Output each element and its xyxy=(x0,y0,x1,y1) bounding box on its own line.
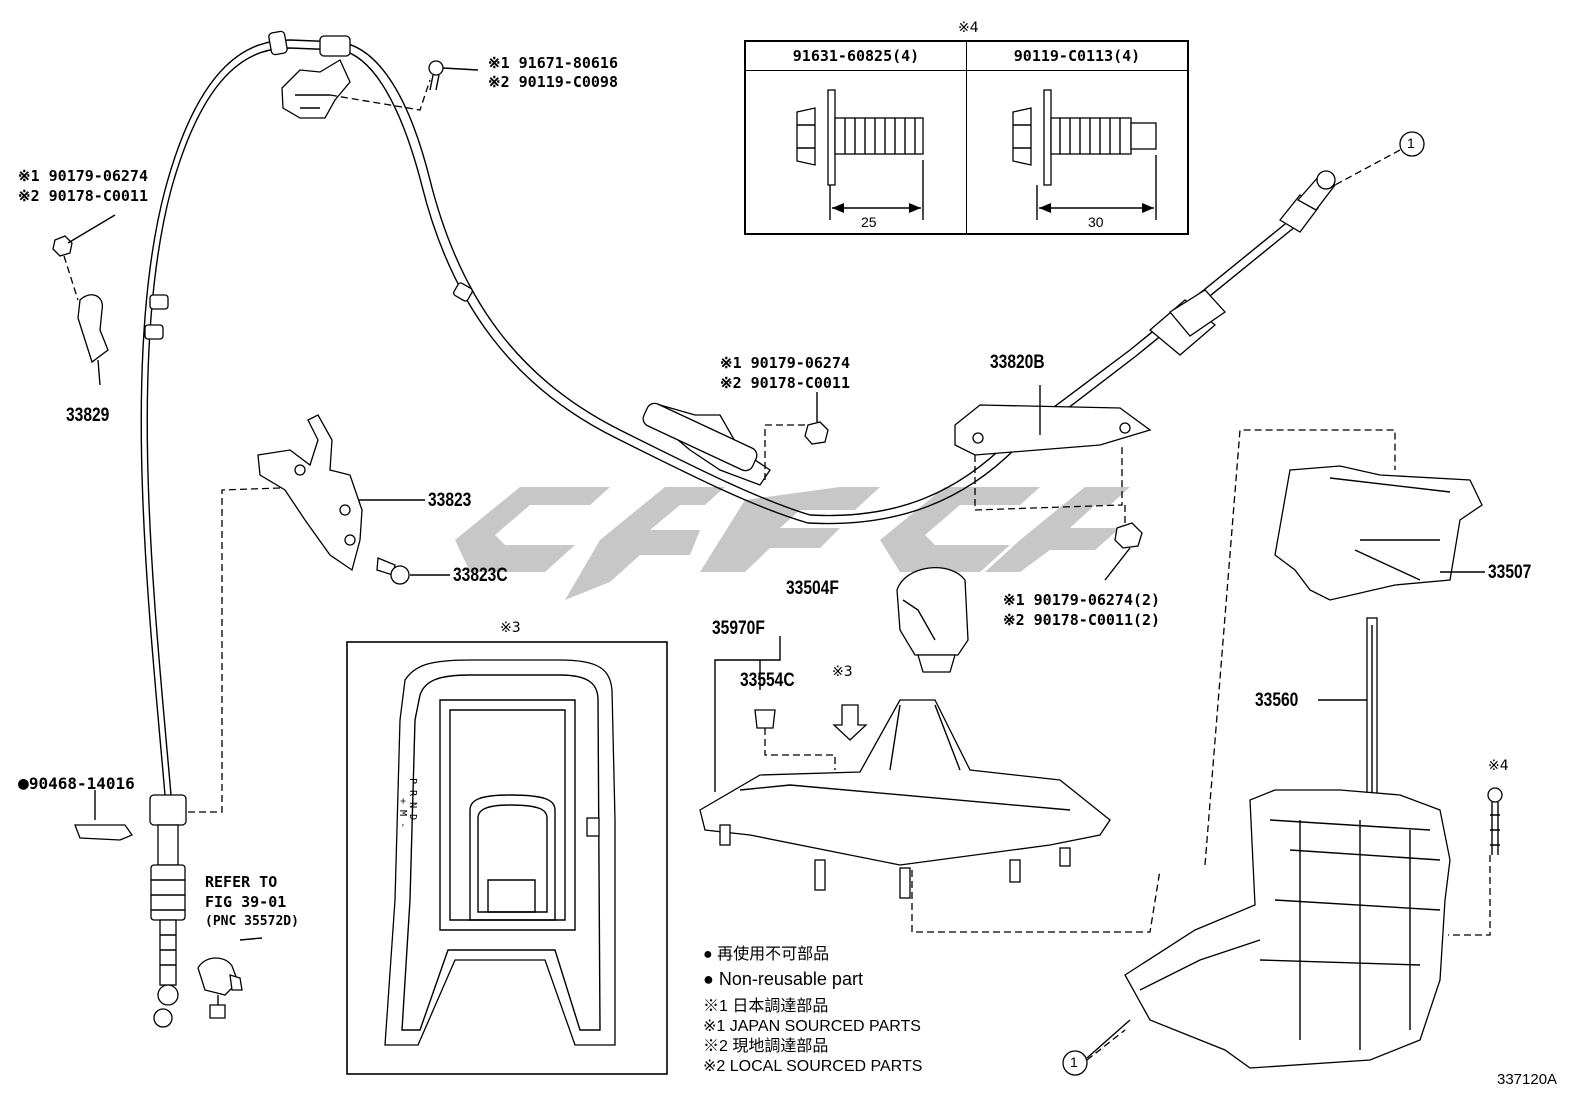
legend-line-5: ※2 現地調達部品 xyxy=(703,1038,829,1055)
bolt-col1-length: 25 xyxy=(861,214,877,230)
bracket-33823-icon xyxy=(257,414,363,572)
part-33823c: 33823C xyxy=(453,565,508,586)
arrow-note: ※3 xyxy=(832,664,853,680)
clip-33829-icon xyxy=(77,294,109,364)
refer-label-2: FIG 39-01 xyxy=(205,893,287,911)
nut-left-label-1: ※1 90179-06274 xyxy=(18,167,148,185)
panel-inset-frame xyxy=(346,641,668,1075)
panel-note: ※3 xyxy=(500,620,521,636)
legend-line-3: ※1 日本調達部品 xyxy=(703,998,829,1015)
shift-knob-icon xyxy=(896,567,969,673)
callout-circle-top xyxy=(1399,131,1425,157)
arrow-down-icon xyxy=(832,704,868,741)
nut-right-label-2: ※2 90178-C0011(2) xyxy=(1003,611,1161,629)
bolt-col2-length: 30 xyxy=(1088,214,1104,230)
nut-right-icon xyxy=(1114,522,1143,549)
callout-1-bottom: 1 xyxy=(1070,1054,1078,1070)
bolt-top-label-2: ※2 90119-C0098 xyxy=(488,73,618,91)
bolt-col1-header: 91631-60825(4) xyxy=(744,40,967,71)
legend-line-2: ● Non-reusable part xyxy=(703,969,863,989)
legend-line-6: ※2 LOCAL SOURCED PARTS xyxy=(703,1058,923,1075)
figure-code: 337120A xyxy=(1497,1071,1558,1088)
nut-mid-label-1: ※1 90179-06274 xyxy=(720,354,850,372)
part-33560: 33560 xyxy=(1255,690,1299,711)
shift-cable xyxy=(140,30,1336,1028)
non-reusable-dot-icon: ● xyxy=(18,773,29,794)
bracket-33820b-icon xyxy=(954,404,1152,456)
shift-letters: P R N D xyxy=(407,778,418,821)
clip-90468-icon xyxy=(74,824,133,841)
part-33820b: 33820B xyxy=(990,352,1045,373)
clip-33554c-icon xyxy=(754,709,776,729)
callout-1-top: 1 xyxy=(1407,135,1415,151)
part-33829: 33829 xyxy=(66,405,110,426)
part-33554c: 33554C xyxy=(740,670,795,691)
nut-right-label-1: ※1 90179-06274(2) xyxy=(1003,591,1161,609)
lever-33560-icon xyxy=(1366,617,1378,799)
shift-letters-manual: + M - xyxy=(397,798,408,829)
legend-line-1: ● 再使用不可部品 xyxy=(703,946,830,963)
bolt-icon xyxy=(428,60,444,91)
bolt-col1-cell xyxy=(744,70,967,235)
legend-line-4: ※1 JAPAN SOURCED PARTS xyxy=(703,1018,921,1035)
part-33507: 33507 xyxy=(1488,562,1532,583)
shift-base-icon xyxy=(1124,789,1451,1069)
nut-left-label-2: ※2 90178-C0011 xyxy=(18,187,148,205)
console-35970f-icon xyxy=(699,699,1111,899)
part-35970f: 35970F xyxy=(712,618,765,639)
part-33823: 33823 xyxy=(428,490,472,511)
shift-panel-icon xyxy=(384,659,616,1046)
bolt-table-note: ※4 xyxy=(958,20,979,36)
housing-33507-icon xyxy=(1274,465,1483,601)
bolt-spec-table: 91631-60825(4) 90119-C0113(4) xyxy=(744,40,1189,235)
callout-circle-bottom xyxy=(1062,1050,1088,1076)
part-33504f: 33504F xyxy=(786,578,839,599)
sensor-icon xyxy=(197,957,243,1019)
nut-mid-label-2: ※2 90178-C0011 xyxy=(720,374,850,392)
bolt-note4-icon xyxy=(1487,787,1503,855)
bolt-top-label-1: ※1 91671-80616 xyxy=(488,54,618,72)
bolt-col2-cell xyxy=(966,70,1189,235)
watermark-logo xyxy=(455,487,1130,600)
nut-mid-icon xyxy=(804,421,829,445)
bolt-col2-header: 90119-C0113(4) xyxy=(966,40,1189,71)
clip-90468-label: ●90468-14016 xyxy=(18,773,135,794)
refer-label-3: (PNC 35572D) xyxy=(205,914,299,929)
bolt-note4: ※4 xyxy=(1488,758,1509,774)
nut-icon xyxy=(52,235,73,257)
bolt-33823c-icon xyxy=(376,557,410,585)
cable-bracket-top xyxy=(281,59,351,119)
refer-label-1: REFER TO xyxy=(205,873,278,891)
